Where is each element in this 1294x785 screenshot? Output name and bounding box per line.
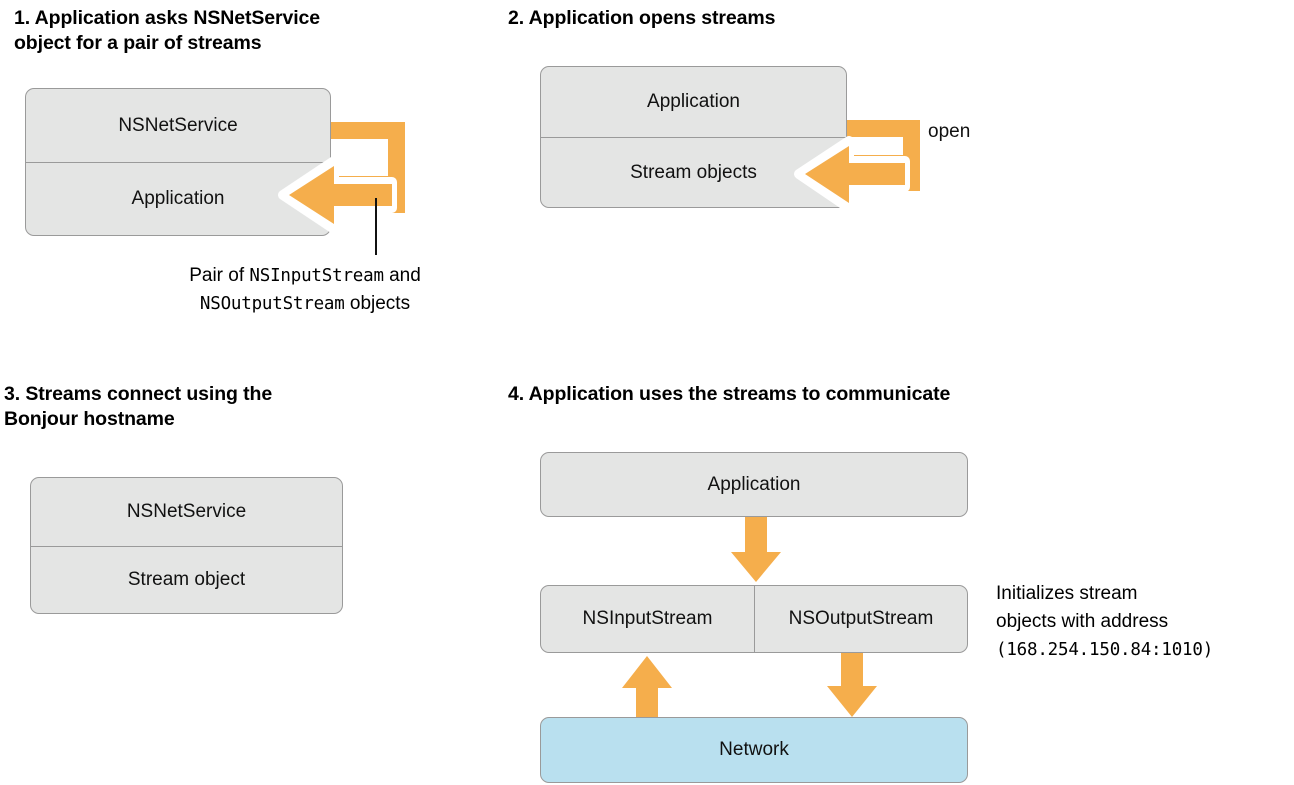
panel-2-row-stream-objects: Stream objects: [630, 161, 757, 183]
panel-4-note-line-1: Initializes stream: [996, 583, 1138, 604]
panel-4-nsoutputstream-label: NSOutputStream: [788, 608, 934, 629]
panel-3-divider: [31, 546, 342, 548]
nsinputstream-token: NSInputStream: [249, 266, 384, 286]
arrow-output-stream-to-network-icon: [827, 651, 877, 717]
panel-4-heading: 4. Application uses the streams to commu…: [508, 383, 951, 405]
caption-prefix: Pair of: [189, 265, 250, 286]
caption-suffix: and: [383, 265, 421, 286]
panel-1-heading: 1. Application asks NSNetService object …: [14, 7, 321, 54]
panel-2-stack-box: Application Stream objects: [540, 66, 847, 208]
arrow-application-to-streams-icon: [731, 514, 781, 582]
panel-1-caption-line-1: Pair of NSInputStream and: [130, 262, 480, 290]
arrow-network-to-input-stream-icon: [622, 656, 672, 720]
panel-2-heading: 2. Application opens streams: [508, 7, 776, 29]
panel-4-streams-divider: [754, 586, 756, 652]
panel-4-note: Initializes stream objects with address …: [996, 580, 1294, 664]
panel-3-row-stream-object: Stream object: [127, 569, 246, 590]
panel-1-caption-line-2: NSOutputStream objects: [130, 290, 480, 318]
panel-1-stack-box: NSNetService Application: [25, 88, 331, 236]
panel-4-note-address: (168.254.150.84:1010): [996, 640, 1214, 660]
panel-4-application-label: Application: [707, 473, 801, 495]
panel-4-note-line-2: objects with address: [996, 611, 1169, 632]
panel-1-caption: Pair of NSInputStream and NSOutputStream…: [130, 262, 480, 318]
panel-4-application-box: Application: [540, 452, 968, 517]
panel-2-row-application: Application: [647, 91, 740, 112]
panel-2-arrow-label-open: open: [928, 121, 971, 142]
nsoutputstream-token: NSOutputStream: [199, 294, 345, 314]
panel-4-network-label: Network: [719, 739, 789, 760]
panel-4-nsinputstream-label: NSInputStream: [582, 608, 713, 629]
panel-3-stack-box: NSNetService Stream object: [30, 477, 343, 614]
panel-3-row-nsnetservice: NSNetService: [126, 501, 247, 522]
panel-1-row-application: Application: [131, 188, 225, 209]
panel-1-divider: [26, 162, 330, 164]
panel-2-divider: [541, 137, 846, 139]
panel-4-streams-box: NSInputStream NSOutputStream: [540, 585, 968, 653]
panel-3-heading: 3. Streams connect using the Bonjour hos…: [4, 383, 273, 430]
panel-4-network-box: Network: [540, 717, 968, 783]
panel-1-row-nsnetservice: NSNetService: [118, 114, 238, 136]
caption-suffix-2: objects: [344, 293, 411, 314]
